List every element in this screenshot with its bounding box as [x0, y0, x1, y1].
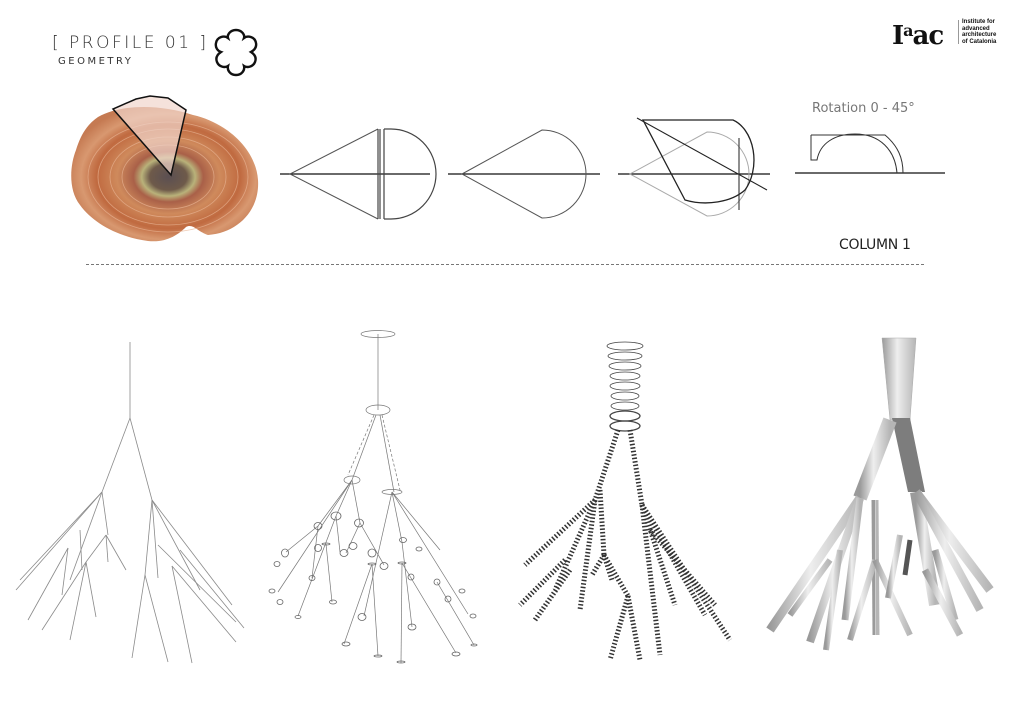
rotation-profile [795, 133, 945, 174]
page-subtitle: GEOMETRY [58, 56, 134, 67]
rotation-label: Rotation 0 - 45° [812, 101, 915, 116]
branch-skeleton-lines [15, 342, 245, 664]
section-divider [86, 264, 924, 265]
flower-outline-icon [214, 28, 258, 77]
branch-skeleton-with-section-ellipses [268, 330, 478, 664]
logo-mark: Iaac [892, 21, 944, 51]
rotated-profile-overlay [618, 117, 770, 217]
split-teardrop-profile [280, 128, 437, 220]
logo-divider [958, 20, 959, 44]
teardrop-profile [448, 129, 600, 219]
iaac-logo: Iaac Institute for advanced architecture… [892, 16, 1022, 51]
branch-rendered-solid [766, 337, 994, 651]
logo-text: Institute for advanced architecture of C… [962, 19, 997, 45]
column-label: COLUMN 1 [839, 237, 911, 253]
page-title: [ PROFILE 01 ] [52, 33, 209, 53]
fungus-photo [71, 95, 259, 242]
branch-lofted-section-rings [518, 341, 733, 661]
